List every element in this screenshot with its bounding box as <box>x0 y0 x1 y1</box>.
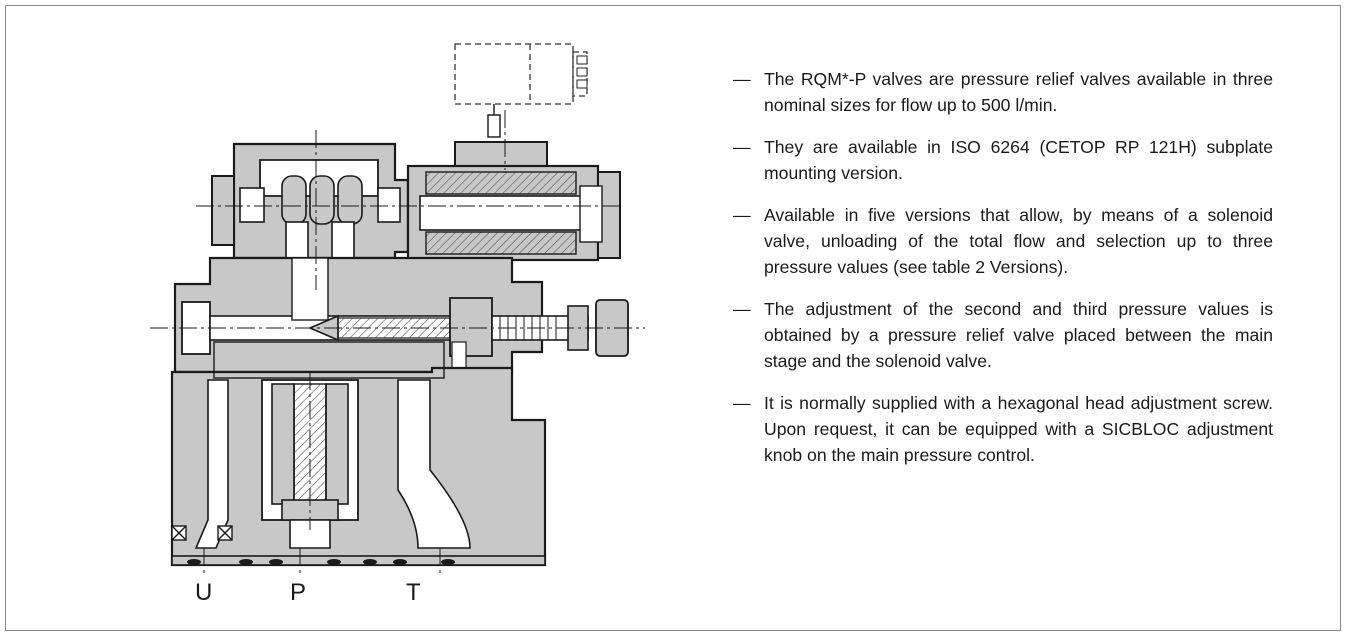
description-text: The adjustment of the second and third p… <box>764 299 1273 371</box>
port-label-t: T <box>406 579 421 604</box>
description-text: It is normally supplied with a hexagonal… <box>764 393 1273 465</box>
valve-cross-section-drawing: U P T <box>150 43 645 604</box>
connector-terminals <box>576 55 588 89</box>
description-text: Available in five versions that allow, b… <box>764 205 1273 277</box>
description-item: — They are available in ISO 6264 (CETOP … <box>733 134 1273 186</box>
bullet-dash: — <box>733 393 751 413</box>
subplate-seals <box>171 555 546 566</box>
center-lines <box>150 110 645 575</box>
bullet-dash: — <box>733 205 751 225</box>
port-label-p: P <box>290 579 306 604</box>
description-list: — The RQM*-P valves are pressure relief … <box>733 66 1273 484</box>
description-item: — It is normally supplied with a hexagon… <box>733 390 1273 468</box>
solenoid-coil <box>406 141 621 262</box>
description-item: — Available in five versions that allow,… <box>733 202 1273 280</box>
u-port-plugs <box>171 525 233 541</box>
description-text: They are available in ISO 6264 (CETOP RP… <box>764 137 1273 183</box>
description-text: The RQM*-P valves are pressure relief va… <box>764 69 1273 115</box>
bullet-dash: — <box>733 137 751 157</box>
main-valve-body <box>173 256 629 374</box>
solenoid-connector-outline <box>454 43 588 105</box>
page-frame <box>5 5 1341 631</box>
description-item: — The adjustment of the second and third… <box>733 296 1273 374</box>
connector-pin <box>487 104 501 138</box>
bullet-dash: — <box>733 69 751 89</box>
pilot-valve-body <box>211 142 410 263</box>
bullet-dash: — <box>733 299 751 319</box>
port-label-u: U <box>195 579 212 604</box>
description-item: — The RQM*-P valves are pressure relief … <box>733 66 1273 118</box>
